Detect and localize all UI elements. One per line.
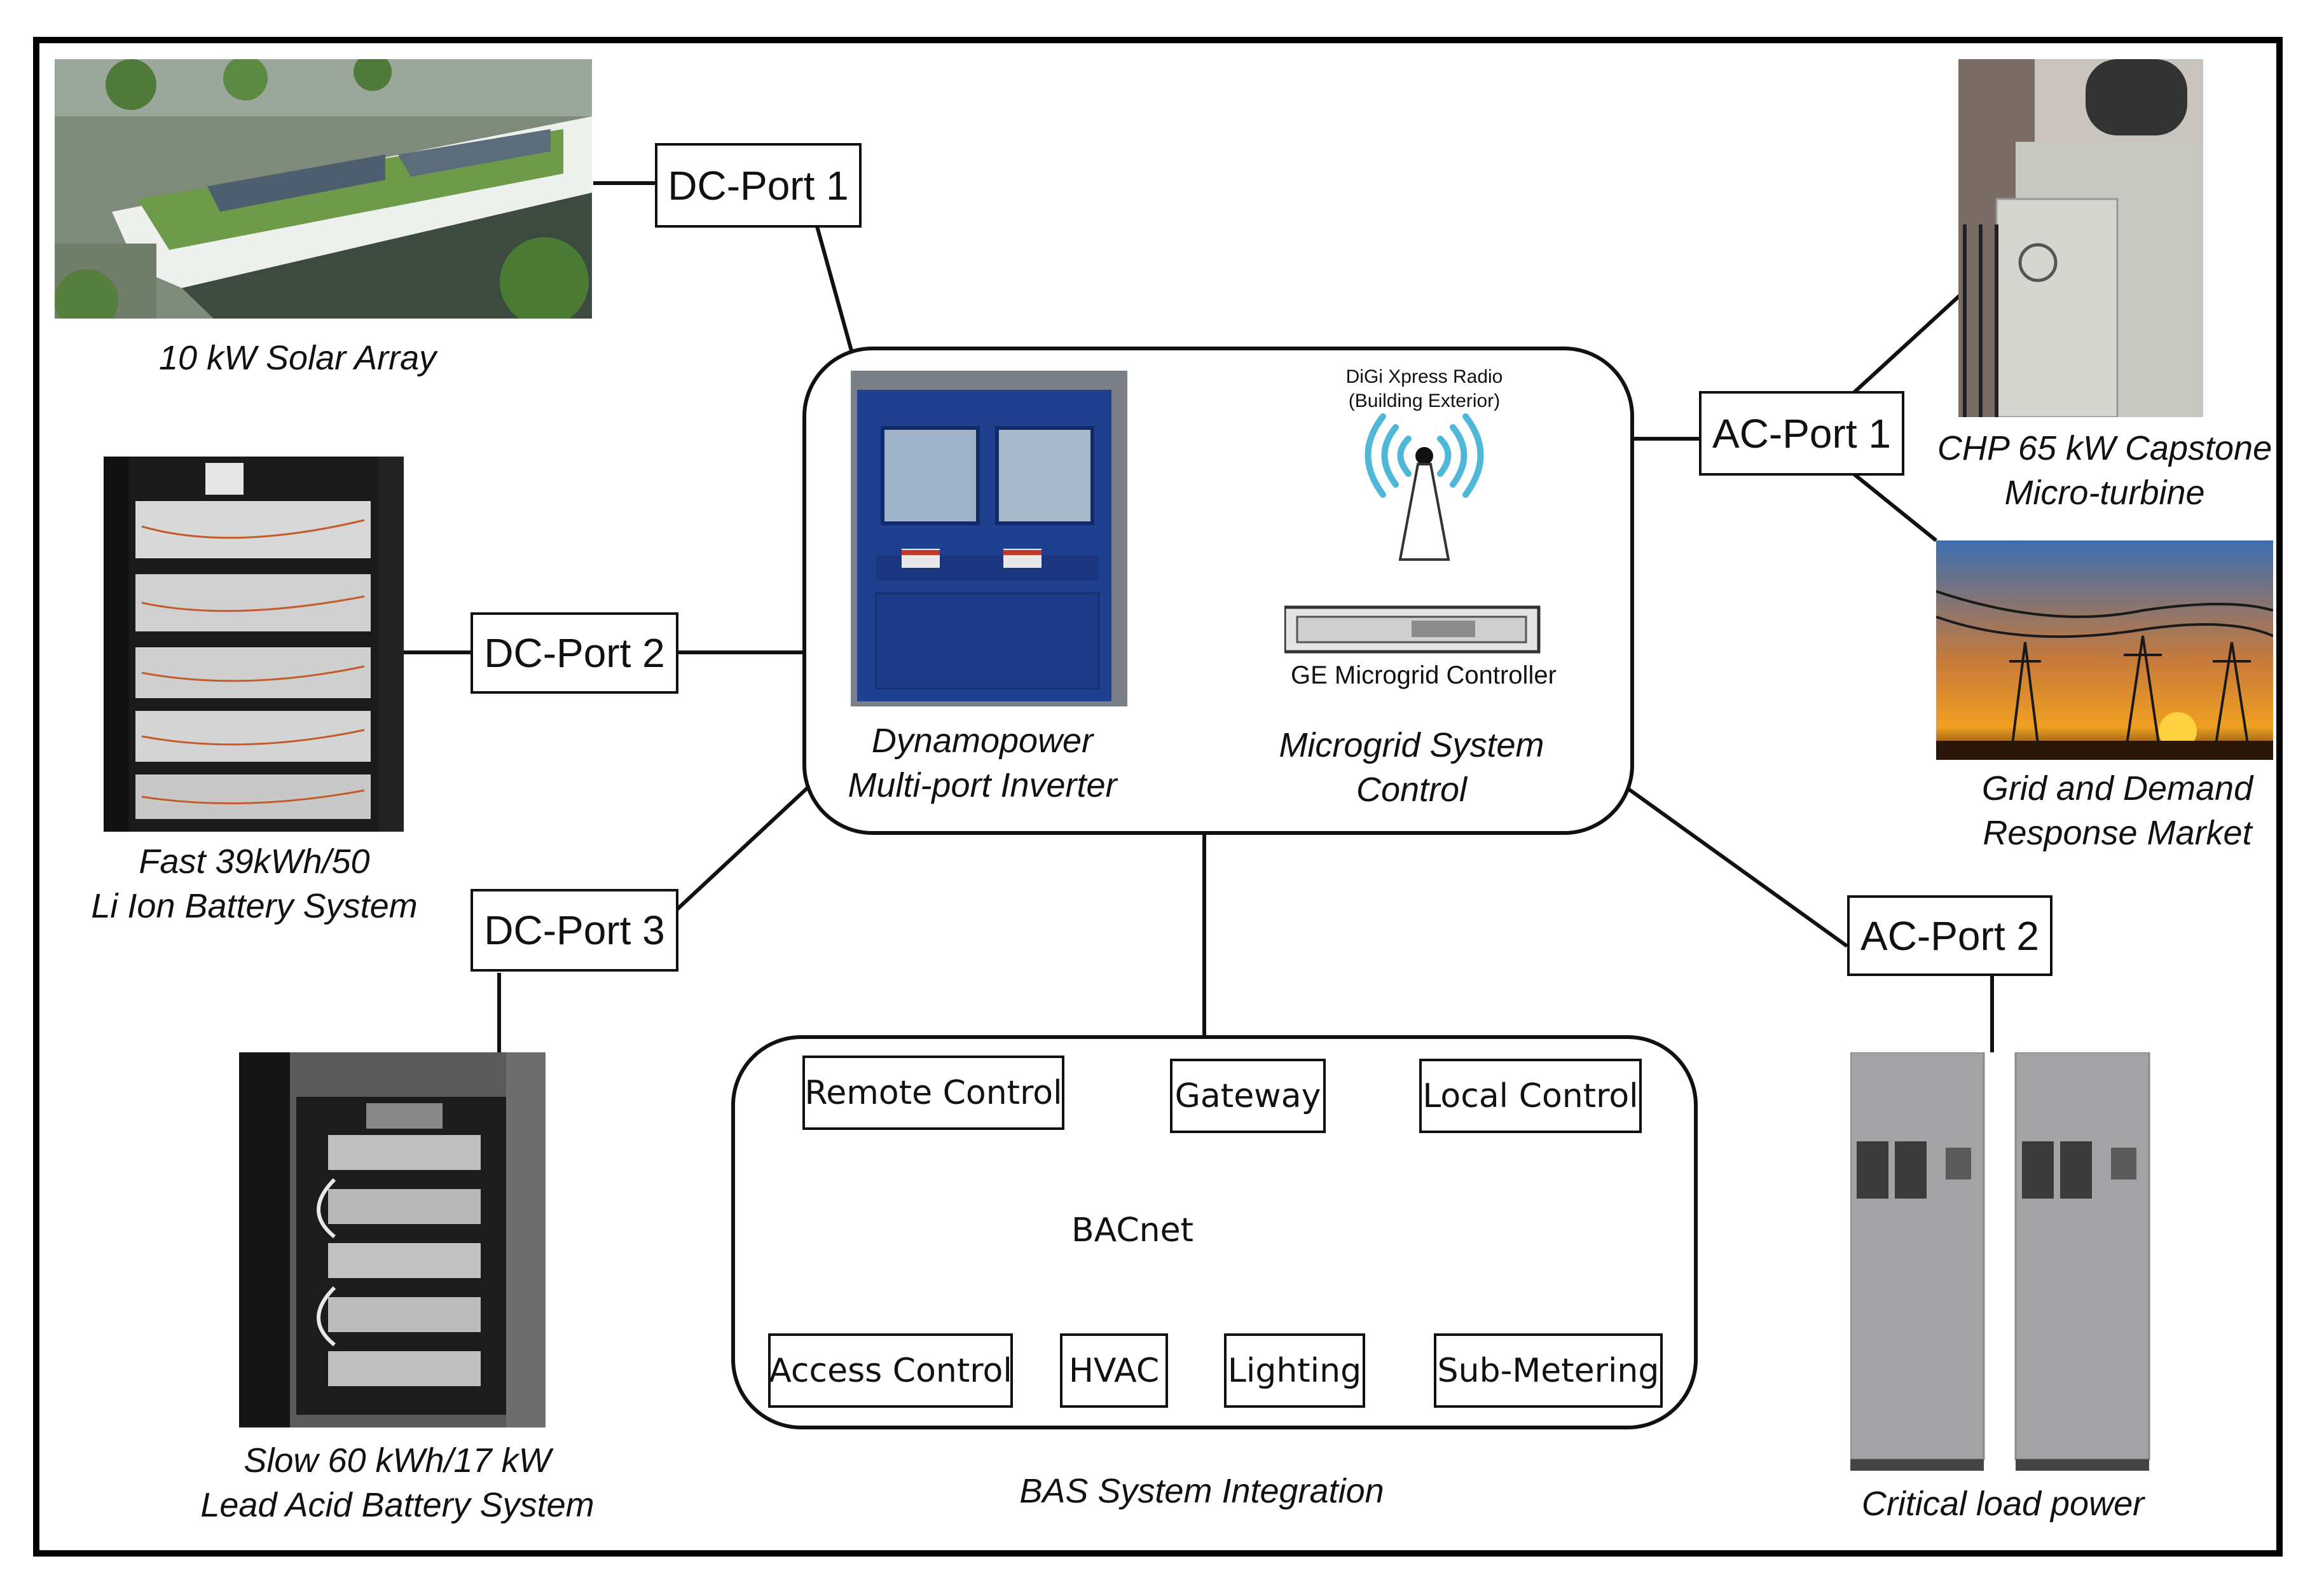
grid-image (1936, 540, 2273, 760)
antenna-icon (1284, 413, 1541, 654)
line-hub-ac2 (1626, 787, 1848, 948)
chp-microturbine-image (1958, 59, 2203, 417)
sub-metering-box: Sub-Metering (1434, 1333, 1663, 1408)
line-dc1-hub (815, 226, 854, 354)
lead-acid-battery-image (239, 1052, 546, 1427)
inverter-caption: Dynamopower Multi-port Inverter (848, 722, 1117, 804)
chp-caption: CHP 65 kW Capstone Micro-turbine (1937, 429, 2272, 512)
critical-load-cabinets-image (1850, 1052, 2181, 1471)
dc-port-1-box: DC-Port 1 (655, 143, 862, 228)
lead-acid-caption: Slow 60 kWh/17 kW Lead Acid Battery Syst… (200, 1441, 595, 1524)
li-ion-battery-image (104, 457, 404, 832)
grid-caption: Grid and Demand Response Market (1981, 769, 2253, 852)
solar-array-image (55, 59, 592, 319)
line-ac1-grid (1852, 472, 1937, 542)
bas-caption: BAS System Integration (1019, 1472, 1384, 1510)
local-control-box: Local Control (1419, 1059, 1642, 1133)
radio-label: DiGi Xpress Radio (Building Exterior) (1345, 366, 1503, 411)
diagram-border (33, 37, 2283, 1557)
critical-load-caption: Critical load power (1861, 1485, 2145, 1523)
dc-port-3-box: DC-Port 3 (471, 889, 678, 972)
access-control-box: Access Control (768, 1333, 1013, 1408)
dc-port-2-box: DC-Port 2 (471, 612, 678, 694)
hvac-box: HVAC (1060, 1333, 1168, 1408)
lighting-box: Lighting (1224, 1333, 1365, 1408)
line-ac1-chp (1852, 292, 1963, 395)
controller-label: GE Microgrid Controller (1291, 661, 1557, 689)
inverter-image (851, 371, 1127, 706)
remote-control-box: Remote Control (802, 1056, 1064, 1130)
gateway-box: Gateway (1170, 1059, 1326, 1133)
control-caption: Microgrid System Control (1279, 726, 1544, 809)
ac-port-1-box: AC-Port 1 (1699, 391, 1904, 476)
solar-caption: 10 kW Solar Array (159, 339, 437, 377)
line-dc3-hub (675, 777, 819, 911)
li-ion-caption: Fast 39kWh/50 Li Ion Battery System (91, 843, 418, 925)
ac-port-2-box: AC-Port 2 (1847, 895, 2052, 976)
bacnet-label: BACnet (1071, 1211, 1193, 1249)
